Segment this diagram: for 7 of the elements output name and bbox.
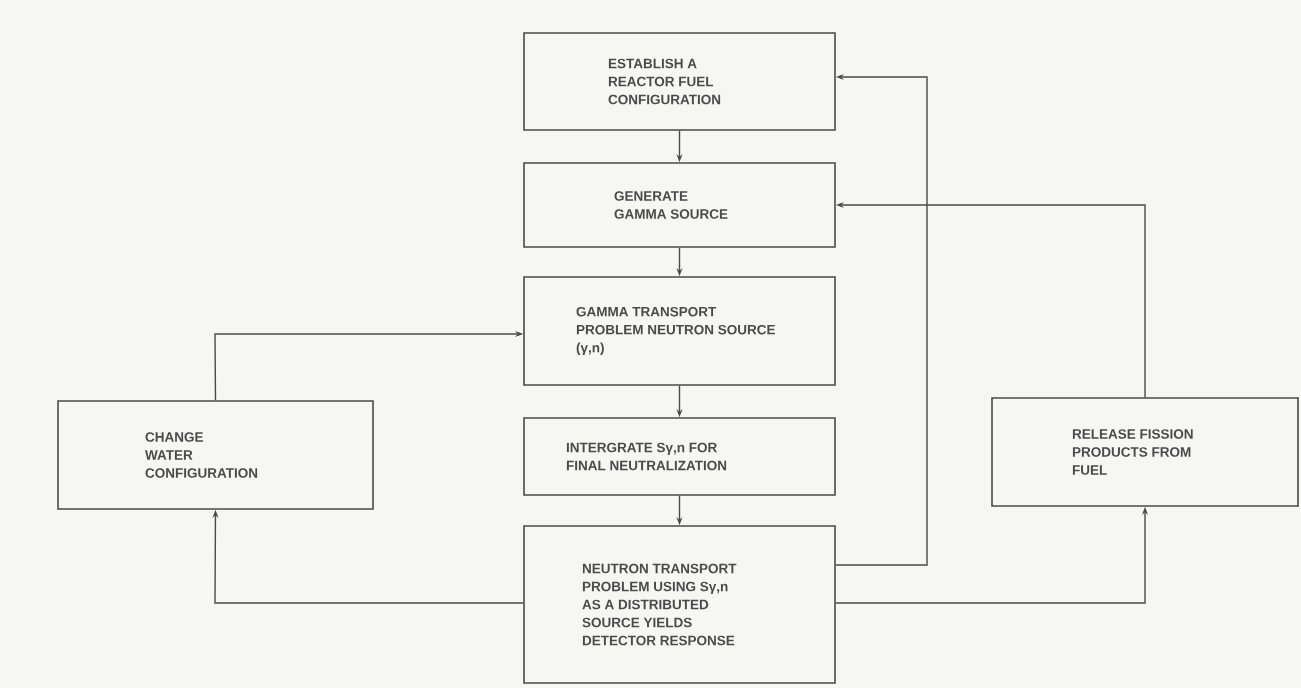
process-box: GAMMA TRANSPORT PROBLEM NEUTRON SOURCE (γ,n) [523,276,836,386]
process-box: ESTABLISH A REACTOR FUEL CONFIGURATION [523,32,836,131]
process-box: GENERATE GAMMA SOURCE [523,162,836,248]
process-box: NEUTRON TRANSPORT PROBLEM USING Sγ,n AS A DISTRIBUTED SOURCE YIELDS DETECTOR RESPONSE [523,525,836,684]
process-box: INTERGRATE Sγ,n FOR FINAL NEUTRALIZATION [523,417,836,496]
process-box: RELEASE FISSION PRODUCTS FROM FUEL [991,397,1299,507]
process-box: CHANGE WATER CONFIGURATION [57,400,374,510]
